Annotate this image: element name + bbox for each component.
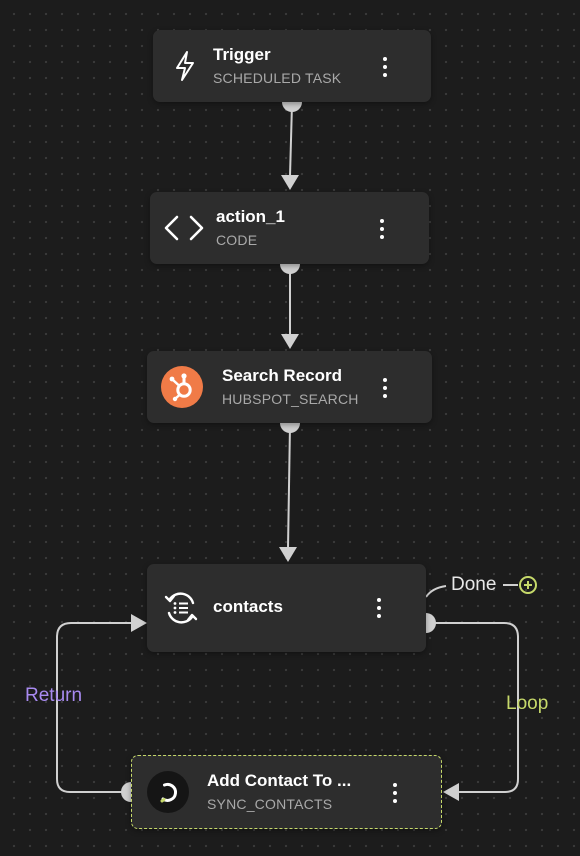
add-contact-return-handle xyxy=(121,782,131,802)
edge-action-to-search-arrowhead xyxy=(281,334,299,349)
node-subtitle: SCHEDULED TASK xyxy=(213,70,342,86)
node-menu-button[interactable] xyxy=(369,594,389,622)
edge-label-loop: Loop xyxy=(506,693,549,714)
edge-search-to-contacts-arrowhead xyxy=(279,547,297,562)
edge-loop-arrowhead xyxy=(443,783,459,801)
node-action-1[interactable]: action_1 CODE xyxy=(150,192,429,264)
lightning-bolt-icon xyxy=(171,50,199,82)
search-output-handle xyxy=(280,423,300,433)
edge-trigger-to-action-arrowhead xyxy=(281,175,299,190)
node-title: action_1 xyxy=(216,207,285,226)
edge-return xyxy=(56,622,132,793)
contacts-loop-handle xyxy=(426,613,436,633)
edge-return-arrowhead xyxy=(131,614,147,632)
node-title: Search Record xyxy=(222,366,342,385)
node-title: Trigger xyxy=(213,45,271,64)
node-title: contacts xyxy=(213,597,283,616)
trigger-output-handle xyxy=(282,102,302,112)
sync-app-icon xyxy=(147,771,189,813)
edge-done-line-a xyxy=(425,585,447,598)
code-brackets-icon xyxy=(164,212,204,244)
edge-search-to-contacts xyxy=(287,424,291,549)
loop-list-icon xyxy=(161,588,201,628)
node-title: Add Contact To ... xyxy=(207,771,352,790)
node-subtitle: CODE xyxy=(216,232,258,248)
node-menu-button[interactable] xyxy=(375,53,395,81)
node-subtitle: HUBSPOT_SEARCH xyxy=(222,391,359,407)
edge-label-return: Return xyxy=(25,685,83,706)
node-trigger[interactable]: Trigger SCHEDULED TASK xyxy=(153,30,431,102)
node-menu-button[interactable] xyxy=(375,374,395,402)
node-menu-button[interactable] xyxy=(372,215,392,243)
edge-trigger-to-action xyxy=(289,103,293,177)
hubspot-icon xyxy=(161,366,203,408)
node-menu-button[interactable] xyxy=(385,779,405,807)
node-add-contact[interactable]: Add Contact To ... SYNC_CONTACTS xyxy=(131,755,442,829)
node-subtitle: SYNC_CONTACTS xyxy=(207,796,333,812)
node-search-record[interactable]: Search Record HUBSPOT_SEARCH xyxy=(147,351,432,423)
add-step-button[interactable] xyxy=(519,576,537,594)
edge-label-done: Done xyxy=(451,574,497,595)
action-output-handle xyxy=(280,264,300,274)
node-contacts[interactable]: contacts xyxy=(147,564,426,652)
